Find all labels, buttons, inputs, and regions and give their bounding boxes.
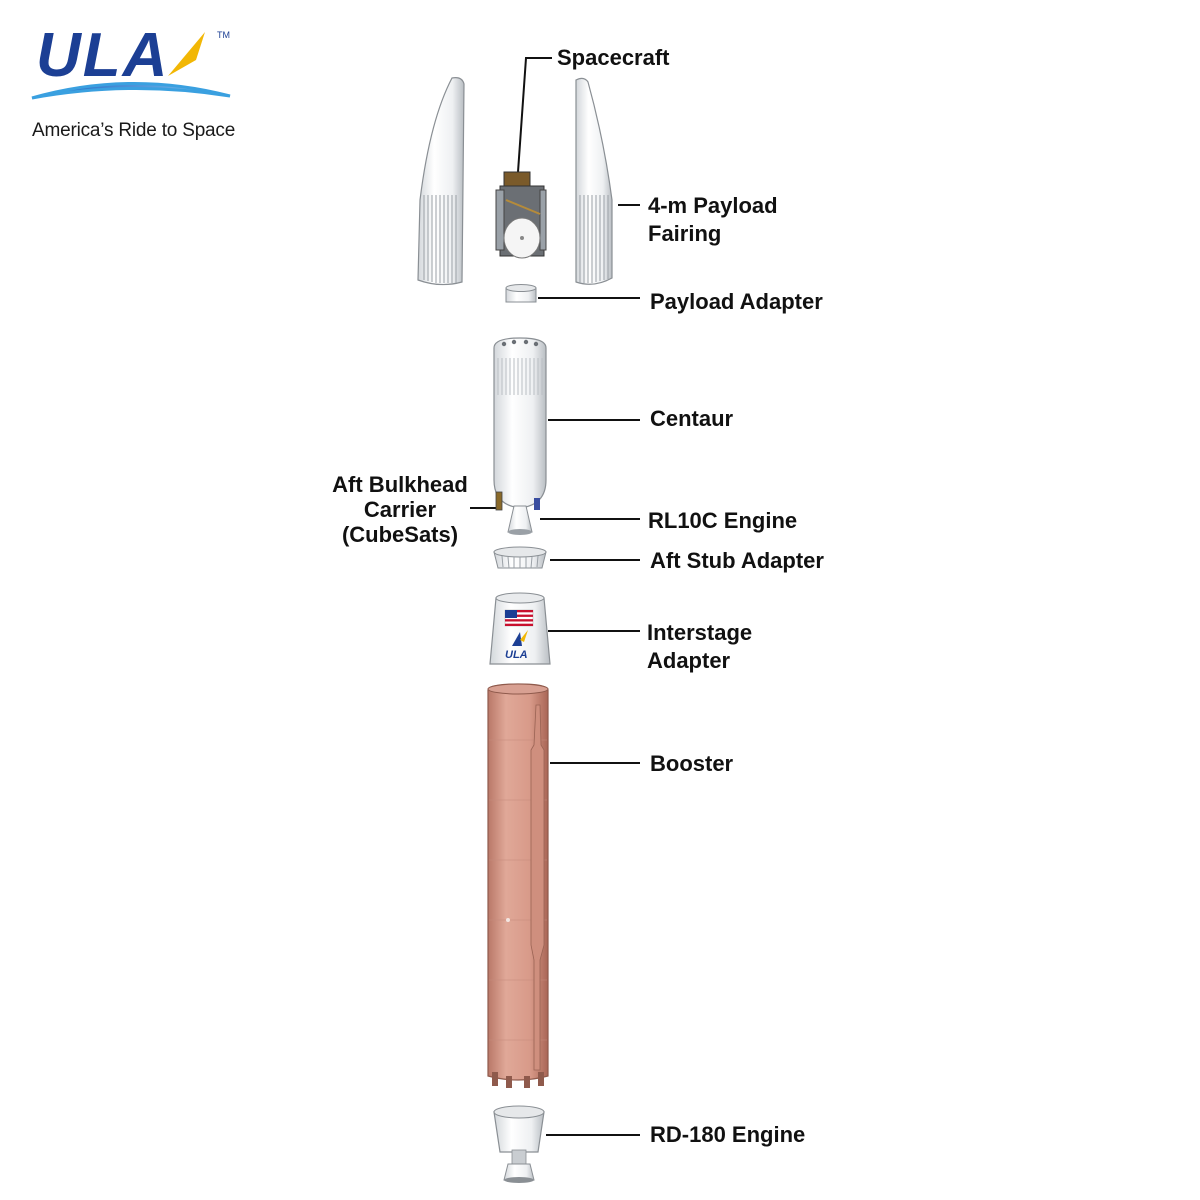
aft-bulkhead-carrier-model [495,491,503,511]
aft-stub-adapter-model [493,546,547,569]
label-fairing: 4-m Payload Fairing [648,192,778,248]
rl10c-engine-model [507,498,540,535]
label-fairing-line-1: 4-m Payload [648,193,778,218]
leader-lines [470,57,640,1136]
svg-text:ULA: ULA [505,649,528,661]
label-booster: Booster [650,751,734,776]
spacecraft-model [495,171,547,259]
label-fairing-line-2: Fairing [648,221,722,246]
brand-tagline: America’s Ride to Space [32,120,236,141]
label-interstage-line-2: Adapter [647,648,731,673]
booster-model [487,683,549,1088]
label-interstage: Interstage Adapter [647,619,752,675]
label-aft-bulkhead-line-2: Carrier [363,497,437,522]
label-spacecraft: Spacecraft [557,45,670,70]
ula-logo: ULA [31,21,231,100]
us-flag-icon [504,609,534,627]
rd180-engine-model [493,1105,545,1183]
label-rd180: RD-180 Engine [650,1122,806,1147]
label-centaur: Centaur [650,406,734,431]
ula-logo-text: ULA [36,21,169,90]
trademark-symbol: TM [217,30,230,40]
leader-spacecraft [517,57,552,173]
payload-adapter-model [505,284,537,303]
centaur-model [493,337,547,509]
fairing-right-half [575,77,613,285]
fairing-left-half [417,77,465,286]
logo-swoosh [31,81,231,100]
label-aft-bulkhead-line-1: Aft Bulkhead [332,472,468,497]
label-rl10c: RL10C Engine [648,508,798,533]
label-aft-stub: Aft Stub Adapter [650,548,824,573]
logo-gold-spark [168,32,205,76]
label-aft-bulkhead-line-3: (CubeSats) [341,522,459,547]
label-payload-adapter: Payload Adapter [650,289,823,314]
label-aft-bulkhead: Aft Bulkhead Carrier (CubeSats) [320,472,480,547]
interstage-adapter-model: ULA [489,592,551,665]
label-interstage-line-1: Interstage [647,620,753,645]
